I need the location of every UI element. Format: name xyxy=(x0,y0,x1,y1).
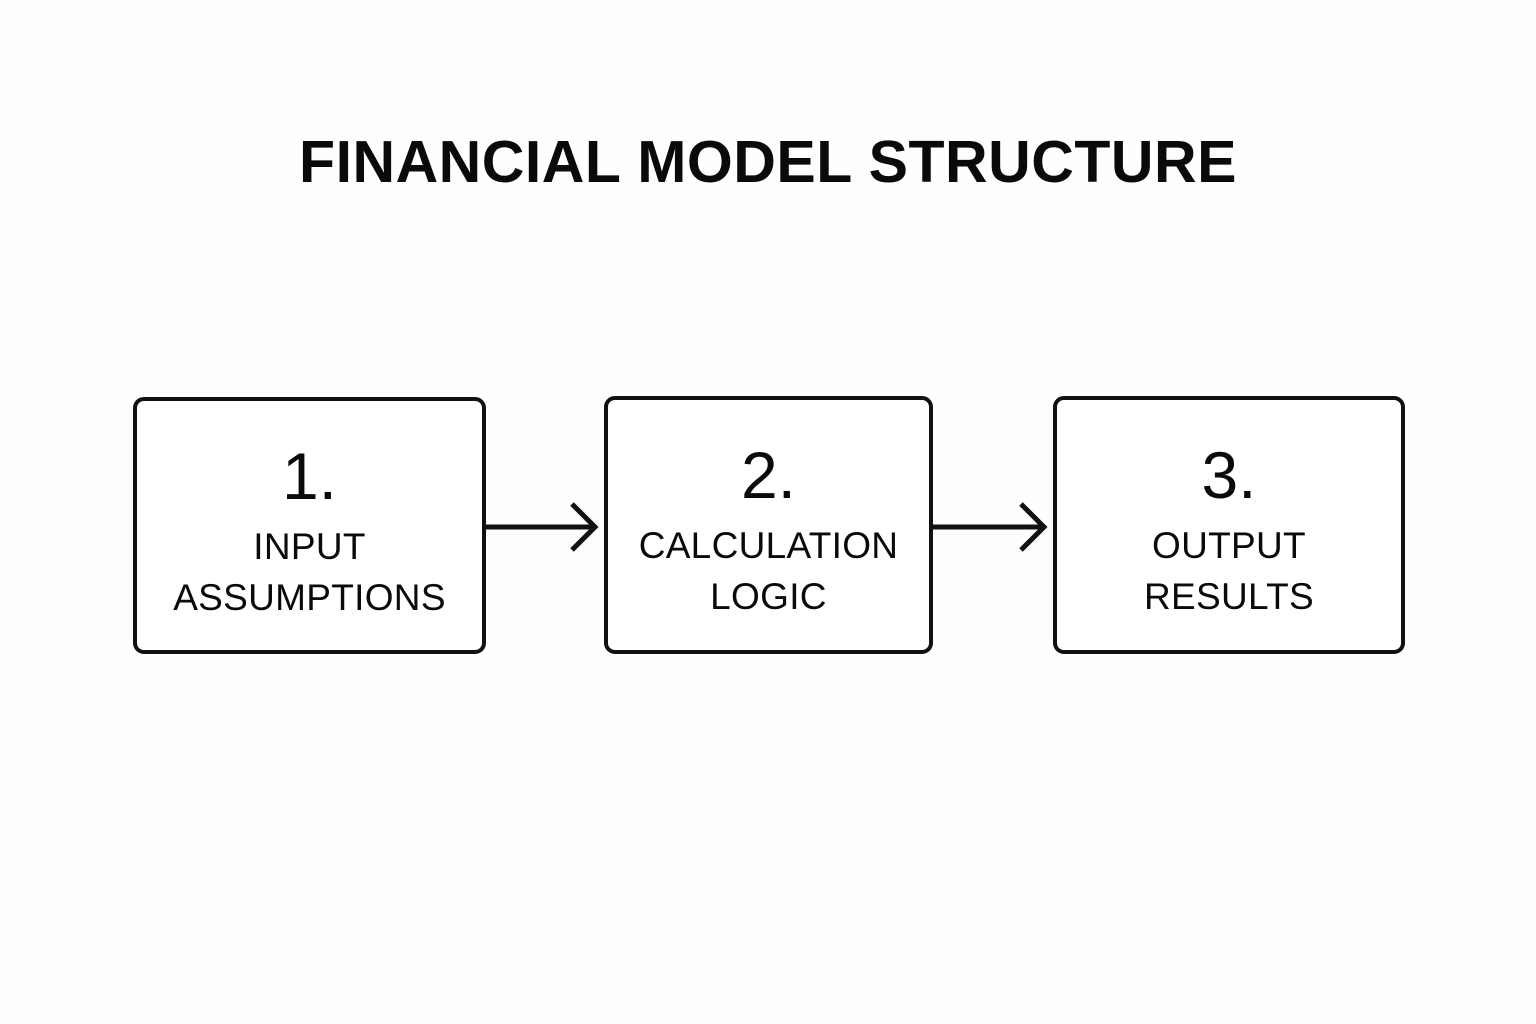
stage-label: CALCULATION LOGIC xyxy=(639,520,899,622)
stage-box-calculation-logic[interactable]: 2. CALCULATION LOGIC xyxy=(604,396,933,654)
stage-label-line-1: CALCULATION xyxy=(638,525,899,566)
stage-label-line-2: RESULTS xyxy=(1143,576,1314,617)
arrow-right-icon xyxy=(483,502,599,552)
stage-label-line-1: OUTPUT xyxy=(1152,525,1306,566)
stage-box-input-assumptions[interactable]: 1. INPUT ASSUMPTIONS xyxy=(133,397,486,654)
stage-label: OUTPUT RESULTS xyxy=(1144,520,1314,622)
stage-label-line-1: INPUT xyxy=(253,526,366,567)
connector-arrow-1-to-2 xyxy=(482,498,608,556)
stage-number: 1. xyxy=(281,439,338,513)
page-title: FINANCIAL MODEL STRUCTURE xyxy=(299,129,1237,195)
arrow-right-icon xyxy=(930,502,1048,552)
connector-arrow-2-to-3 xyxy=(929,498,1057,556)
stage-number: 2. xyxy=(740,438,797,512)
stage-label: INPUT ASSUMPTIONS xyxy=(173,521,446,623)
stage-label-line-2: ASSUMPTIONS xyxy=(173,577,446,618)
stage-box-output-results[interactable]: 3. OUTPUT RESULTS xyxy=(1053,396,1405,654)
stage-label-line-2: LOGIC xyxy=(710,576,827,617)
stage-number: 3. xyxy=(1201,438,1257,512)
